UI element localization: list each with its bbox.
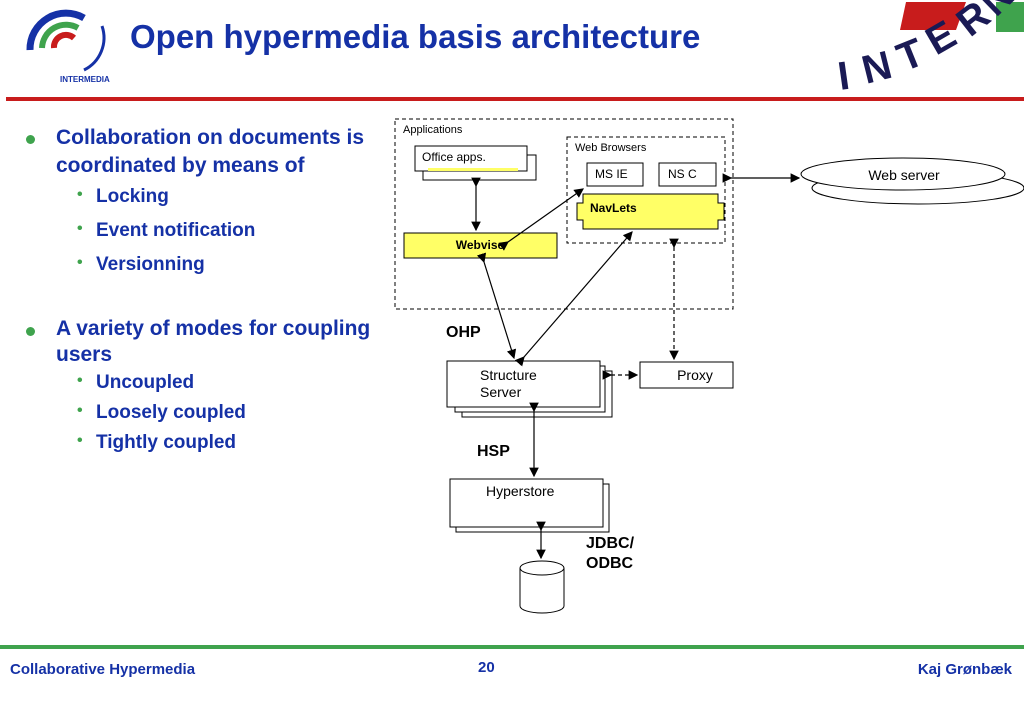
- ms-ie-label: MS IE: [595, 167, 628, 181]
- footer-right-text: Kaj Grønbæk: [917, 661, 1012, 678]
- sub-bullet-icon: •: [77, 432, 83, 449]
- sub-bullet-item: • Event notification: [26, 220, 386, 254]
- page-title: Open hypermedia basis architecture: [130, 18, 701, 55]
- web-server-ellipse: [800, 157, 1006, 191]
- header-divider: [6, 97, 1024, 101]
- page-number: 20: [478, 659, 495, 676]
- footer-left-text: Collaborative Hypermedia: [10, 661, 196, 678]
- hsp-label: HSP: [477, 443, 510, 460]
- architecture-diagram: Applications Office apps. Webvise Web Br…: [394, 118, 1024, 614]
- navlets-label: NavLets: [590, 201, 637, 215]
- sub-bullet-icon: •: [77, 186, 83, 203]
- jdbc-label-1: JDBC/: [586, 535, 635, 552]
- jdbc-label-2: ODBC: [586, 555, 634, 572]
- sub-bullet-icon: •: [77, 220, 83, 237]
- arrow-webvise-structure: [476, 252, 517, 360]
- structure-server-box: [446, 360, 601, 408]
- intermedia-banner-logo: I N T E R N: [836, 0, 1024, 96]
- web-browsers-label: Web Browsers: [575, 142, 647, 154]
- bullet-item: Collaboration on documents is coordinate…: [26, 124, 386, 180]
- sub-bullet-text: Locking: [96, 186, 169, 207]
- database-cylinder-icon: [519, 568, 565, 614]
- structure-server-label-1: Structure: [480, 367, 537, 383]
- web-server-label: Web server: [868, 167, 940, 183]
- sub-bullet-text: Tightly coupled: [96, 432, 237, 453]
- sub-bullet-text: Versionning: [96, 254, 205, 275]
- office-apps-label: Office apps.: [422, 150, 486, 164]
- webvise-label: Webvise: [456, 238, 505, 252]
- sub-bullet-item: • Uncoupled: [26, 372, 386, 402]
- intermedia-logo: INTERMEDIA: [26, 9, 110, 84]
- structure-server-label-2: Server: [480, 384, 522, 400]
- sub-bullet-item: • Locking: [26, 186, 386, 220]
- database-cylinder-top: [519, 560, 565, 576]
- sub-bullet-item: • Loosely coupled: [26, 402, 386, 432]
- office-apps-box: [414, 145, 528, 172]
- svg-text:INTERMEDIA: INTERMEDIA: [60, 75, 110, 84]
- sub-bullet-icon: •: [77, 254, 83, 271]
- arrow-navlets-structure: [514, 231, 633, 367]
- bullet-dot-icon: [26, 327, 35, 336]
- proxy-label: Proxy: [677, 367, 713, 383]
- proxy-box: [639, 361, 734, 389]
- bullet-text: A variety of modes for coupling users: [56, 317, 371, 366]
- office-apps-highlight: [428, 168, 518, 171]
- sub-bullet-item: • Versionning: [26, 254, 386, 288]
- sub-bullet-text: Uncoupled: [96, 372, 195, 393]
- footer-divider: [0, 645, 1024, 649]
- sub-bullet-text: Loosely coupled: [96, 402, 246, 423]
- sub-bullet-icon: •: [77, 402, 83, 419]
- sub-bullet-item: • Tightly coupled: [26, 432, 386, 462]
- ns-c-box: [658, 162, 717, 187]
- hyperstore-box: [449, 478, 604, 528]
- sub-bullet-icon: •: [77, 372, 83, 389]
- applications-label: Applications: [403, 124, 463, 136]
- ns-c-label: NS C: [668, 167, 697, 181]
- bullet-text: Collaboration on documents is coordinate…: [56, 126, 365, 177]
- sub-bullet-text: Event notification: [96, 220, 256, 241]
- bullet-list: Collaboration on documents is coordinate…: [26, 124, 386, 462]
- hyperstore-label: Hyperstore: [486, 483, 555, 499]
- ohp-label: OHP: [446, 324, 481, 341]
- bullet-dot-icon: [26, 135, 35, 144]
- web-browsers-group: [566, 136, 726, 244]
- bullet-item: A variety of modes for coupling users: [26, 316, 386, 368]
- ms-ie-box: [586, 162, 644, 187]
